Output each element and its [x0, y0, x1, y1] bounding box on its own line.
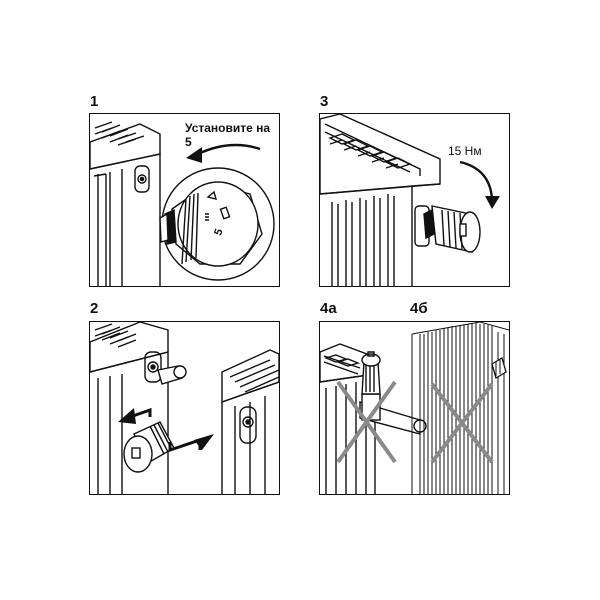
panel-step-3: 15 Нм: [319, 113, 510, 287]
panel-1-caption: Установите на 5: [185, 121, 271, 149]
panel-step-1: 5 Установите на 5: [89, 113, 280, 287]
cross-marks-icon: [336, 380, 494, 464]
radiator-valve-illustration: 5: [90, 121, 275, 286]
dial-mark-label: 5: [212, 227, 225, 237]
panel-step-4: [319, 321, 510, 495]
incorrect-installation-illustration: [320, 322, 509, 494]
radiator-thermostat-mounting-illustration: [320, 114, 500, 286]
panel-3-caption: 15 Нм: [448, 144, 482, 158]
step-number-4b: 4б: [410, 300, 428, 317]
rotate-arrow-icon: [197, 143, 261, 156]
step-number-4a: 4а: [320, 300, 337, 317]
step-number-3: 3: [320, 93, 329, 110]
panel-step-2: [89, 321, 280, 495]
torque-arrow-icon: [459, 160, 494, 200]
horizontal-vertical-position-illustration: [90, 322, 279, 494]
step-number-2: 2: [90, 300, 99, 317]
step-number-1: 1: [90, 93, 99, 110]
